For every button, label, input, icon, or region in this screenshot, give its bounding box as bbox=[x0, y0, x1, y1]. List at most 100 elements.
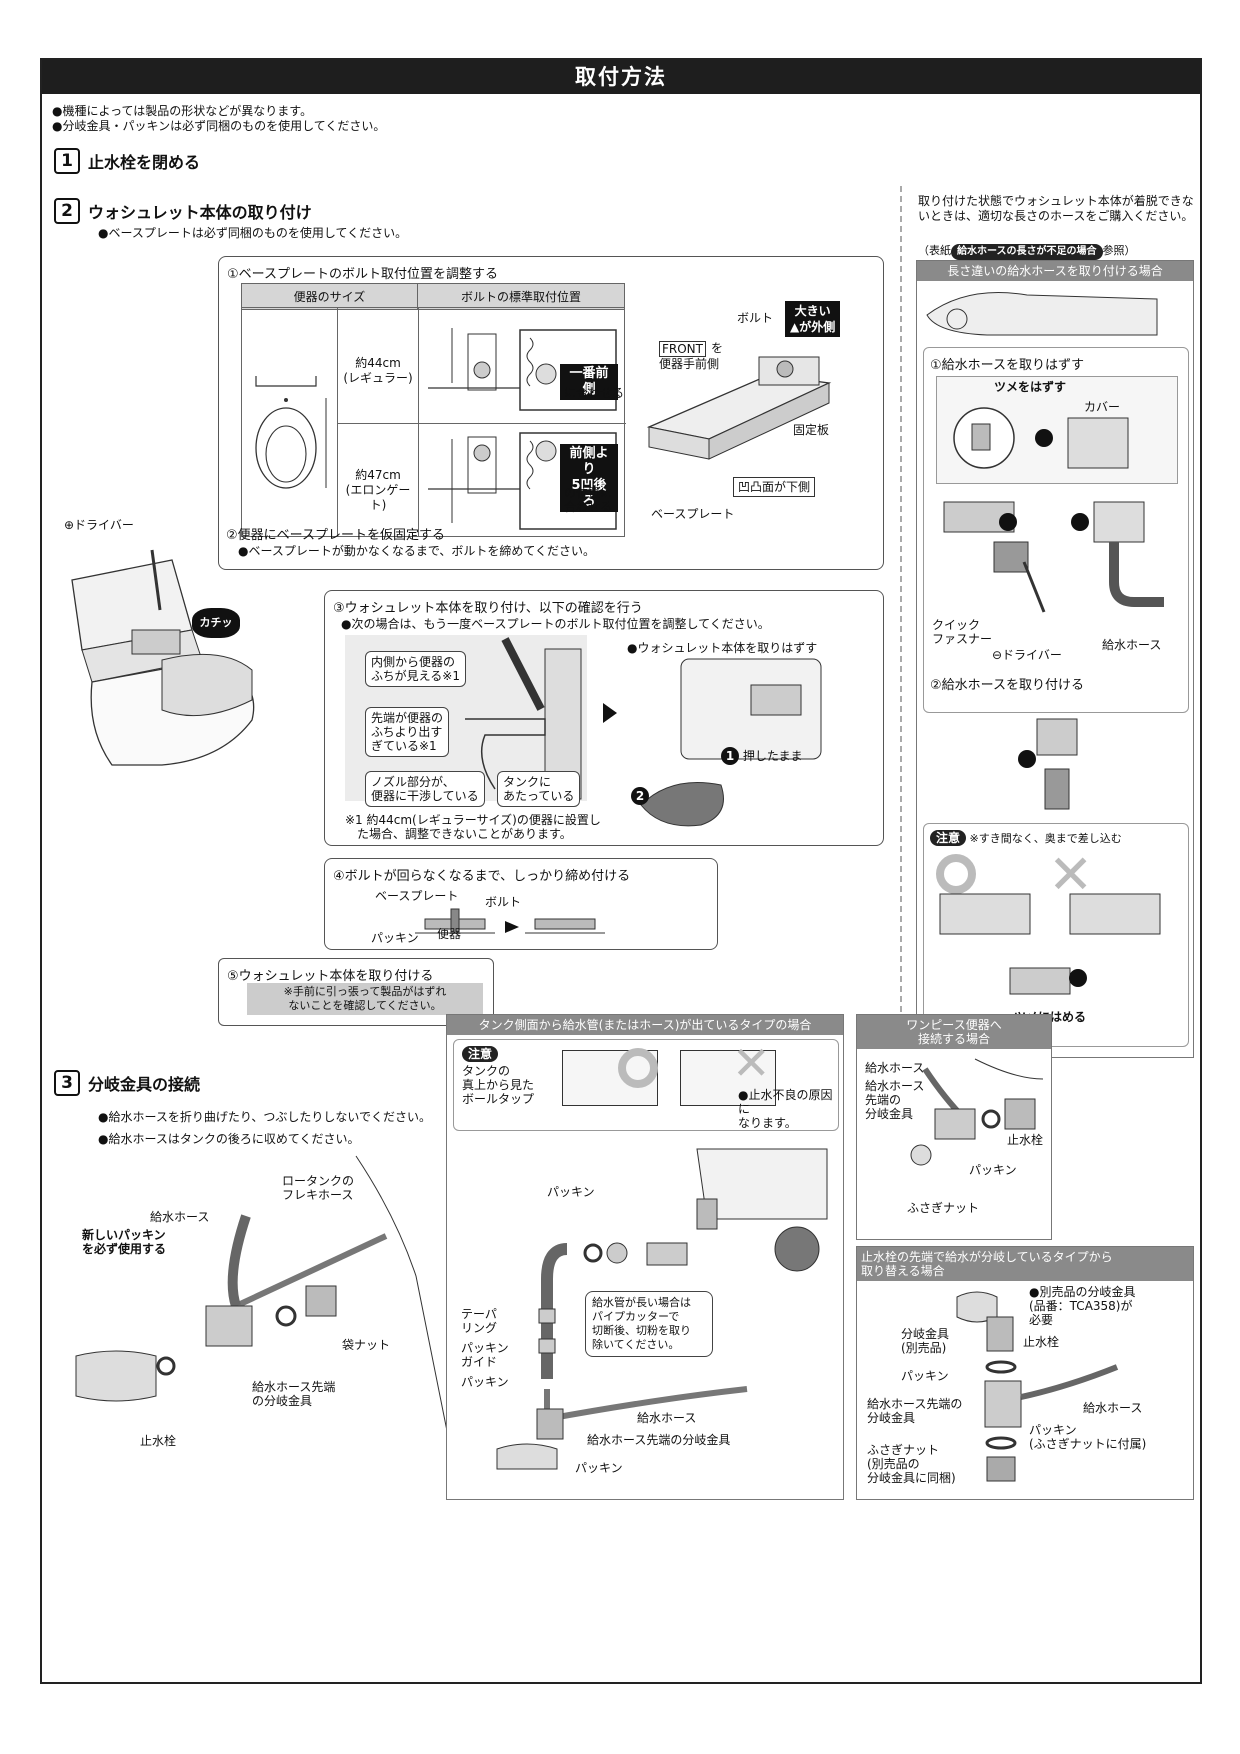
tank-side-panel: タンク側面から給水管(またはホース)が出ているタイプの場合 注意 タンクの 真上… bbox=[446, 1014, 844, 1500]
packing-guide-label: パッキン ガイド bbox=[461, 1341, 509, 1369]
onepiece-stop-valve: 止水栓 bbox=[1007, 1133, 1044, 1147]
quick-fastener-label: クイック ファスナー bbox=[932, 618, 993, 646]
branch-stop-valve: 止水栓 bbox=[1023, 1335, 1060, 1349]
onepiece-branch: 給水ホース 先端の 分岐金具 bbox=[865, 1079, 925, 1121]
tank-caution-badge-wrap: 注意 bbox=[462, 1046, 499, 1062]
tank-supply-hose: 給水ホース bbox=[637, 1411, 697, 1425]
minus-driver-label: ⊖ドライバー bbox=[992, 648, 1062, 662]
step2-title: ウォシュレット本体の取り付け bbox=[88, 203, 312, 222]
branch-panel-title: 止水栓の先端で給水が分岐しているタイプから 取り替える場合 bbox=[857, 1247, 1193, 1281]
table-body: 約44cm (レギュラー) 約47cm (エロンゲート) 一番前側 に合わせる bbox=[241, 307, 626, 537]
row2-size: 約47cm (エロンゲート) bbox=[345, 468, 411, 512]
branch-sold-label: 分岐金具 (別売品) bbox=[901, 1327, 950, 1355]
bolt-position-table: 便器のサイズ ボルトの標準取付位置 bbox=[241, 283, 625, 310]
baseplate-label: ベースプレート bbox=[651, 507, 735, 521]
table-header-position: ボルトの標準取付位置 bbox=[417, 283, 625, 310]
step3-number: 3 bbox=[54, 1070, 80, 1096]
onepiece-supply-hose: 給水ホース bbox=[865, 1061, 925, 1075]
step-num-2: 2 bbox=[631, 787, 649, 805]
concave-label: 凹凸面が下側 bbox=[733, 477, 816, 497]
screwdriver-label: ⊕ドライバー bbox=[64, 518, 134, 532]
step1-heading: 1 止水栓を閉める bbox=[54, 148, 200, 174]
tank-pipe-illustration bbox=[496, 1148, 828, 1470]
step3-heading: 3 分岐金具の接続 bbox=[54, 1070, 200, 1096]
click-badge: カチッ bbox=[192, 608, 240, 638]
tank-caution-badge: 注意 bbox=[462, 1046, 499, 1062]
seat-top-illustration bbox=[926, 292, 1158, 336]
sub4-packing: パッキン bbox=[371, 931, 419, 945]
step2-heading: 2 ウォシュレット本体の取り付け bbox=[54, 198, 312, 224]
branch-panel-note: ●別売品の分岐金具 (品番：TCA358)が 必要 bbox=[1029, 1285, 1136, 1327]
tank-ng-icon: ✕ bbox=[732, 1036, 771, 1090]
side-ref-prefix: （表紙 bbox=[918, 244, 951, 257]
fastener-illustration bbox=[943, 501, 1164, 613]
caution-text: ※すき間なく、奥まで差し込む bbox=[969, 832, 1122, 845]
sub4-box: ④ボルトが回らなくなるまで、しっかり締め付ける ベースプレート ボルト パッキン… bbox=[324, 858, 718, 950]
caution-box: 注意 ※すき間なく、奥まで差し込む ✕ ツメにはめる bbox=[923, 823, 1189, 1047]
sub1-title: ①ベースプレートのボルト取付位置を調整する bbox=[227, 267, 499, 282]
case1-label: 内側から便器の ふちが見える※1 bbox=[365, 651, 466, 687]
branch-packing-cap: パッキン (ふさぎナットに付属) bbox=[1029, 1423, 1147, 1451]
remove-step-2: 2 bbox=[631, 787, 649, 805]
hose-insert-illustration bbox=[1018, 718, 1078, 810]
sub4-toilet: 便器 bbox=[437, 927, 462, 941]
tank-packing-bottom: パッキン bbox=[575, 1461, 623, 1475]
branch-supply-branch: 給水ホース先端の 分岐金具 bbox=[867, 1397, 963, 1425]
claw-illustration bbox=[953, 407, 1129, 469]
branch-replace-illustration bbox=[956, 1291, 1119, 1482]
new-packing-label: 新しいパッキン を必ず使用する bbox=[82, 1228, 167, 1256]
cover-label: カバー bbox=[1084, 400, 1121, 414]
tank-packing-mid: パッキン bbox=[461, 1375, 509, 1389]
branch-packing: パッキン bbox=[901, 1369, 949, 1383]
big-mark-tag: 大きい ▲が外側 bbox=[785, 301, 841, 337]
side-intro: 取り付けた状態でウォシュレット本体が着脱できないときは、適切な長さのホースをご購… bbox=[918, 194, 1194, 223]
front-text-a: を bbox=[711, 341, 724, 355]
cut-note: 給水管が長い場合は パイプカッターで 切断後、切粉を取り 除いてください。 bbox=[585, 1291, 713, 1357]
flex-hose-label: ロータンクの フレキホース bbox=[282, 1174, 355, 1202]
step2-note: ●ベースプレートは必ず同梱のものを使用してください。 bbox=[98, 226, 408, 240]
caution-row: 注意 ※すき間なく、奥まで差し込む bbox=[930, 830, 1122, 846]
table-header-size: 便器のサイズ bbox=[241, 283, 418, 310]
caution-badge: 注意 bbox=[930, 830, 967, 846]
tank-caution-box: 注意 タンクの 真上から見た ボールタップ ✕ ●止水不良の原因に なります。 bbox=[453, 1039, 839, 1131]
remove-illustration bbox=[640, 658, 822, 827]
intro-note-2: ●分岐金具・パッキンは必ず同梱のものを使用してください。 bbox=[52, 119, 386, 133]
tank-bad-note: ●止水不良の原因に なります。 bbox=[738, 1088, 833, 1130]
onepiece-illustration bbox=[910, 1058, 1044, 1166]
sub4-bolt: ボルト bbox=[485, 895, 522, 909]
bag-nut-label: 袋ナット bbox=[342, 1338, 391, 1352]
step3-note-2: ●給水ホースはタンクの後ろに収めてください。 bbox=[98, 1132, 360, 1146]
toilet-seat-top-view bbox=[255, 376, 327, 489]
sub2-title: ②便器にベースプレートを仮固定する bbox=[226, 528, 446, 543]
step3-title: 分岐金具の接続 bbox=[88, 1075, 201, 1094]
branch-cap-nut: ふさぎナット (別売品の 分岐金具に同梱) bbox=[867, 1443, 956, 1485]
next-arrow-icon bbox=[603, 703, 617, 723]
onepiece-packing: パッキン bbox=[969, 1163, 1017, 1177]
step3-stop-valve-label: 止水栓 bbox=[140, 1434, 177, 1448]
bolt-tighten-diagram bbox=[415, 908, 605, 934]
sub3-box: ③ウォシュレット本体を取り付け、以下の確認を行う ●次の場合は、もう一度ベースプ… bbox=[324, 590, 884, 846]
step3-supply-hose-label: 給水ホース bbox=[150, 1210, 210, 1224]
tank-branch-label: 給水ホース先端の分岐金具 bbox=[587, 1433, 731, 1447]
sub5-note: ※手前に引っ張って製品がはずれ ないことを確認してください。 bbox=[247, 983, 483, 1015]
row2-tag: 前側より 5凹後ろ bbox=[560, 444, 618, 512]
ok-circle-icon bbox=[936, 854, 976, 894]
taper-ring-label: テーパ リング bbox=[461, 1307, 498, 1335]
side-ref-suffix: 参照） bbox=[1102, 244, 1136, 257]
insert-compare-illustration bbox=[939, 893, 1161, 995]
side-supply-hose-label: 給水ホース bbox=[1102, 638, 1162, 652]
sub3-note: ●次の場合は、もう一度ベースプレートのボルト取付位置を調整してください。 bbox=[341, 617, 770, 631]
tank-panel-title: タンク側面から給水管(またはホース)が出ているタイプの場合 bbox=[447, 1015, 843, 1035]
tank-ok-icon bbox=[618, 1048, 658, 1088]
ballcock-bad bbox=[680, 1050, 776, 1106]
step2-number: 2 bbox=[54, 198, 80, 224]
sub2-note: ●ベースプレートが動かなくなるまで、ボルトを締めてください。 bbox=[238, 544, 596, 558]
step-num-1: 1 bbox=[721, 747, 739, 765]
case2-label: 先端が便器の ふちより出す ぎている※1 bbox=[365, 707, 450, 757]
onepiece-panel-title: ワンピース便器へ 接続する場合 bbox=[857, 1015, 1051, 1049]
row2-text: の位置に 合わせる bbox=[564, 486, 613, 514]
front-text-b: 便器手前側 bbox=[659, 357, 720, 371]
hold-text: 押したまま bbox=[742, 749, 803, 763]
sub3-title: ③ウォシュレット本体を取り付け、以下の確認を行う bbox=[333, 601, 643, 616]
branch-connection-illustration bbox=[75, 1155, 457, 1477]
